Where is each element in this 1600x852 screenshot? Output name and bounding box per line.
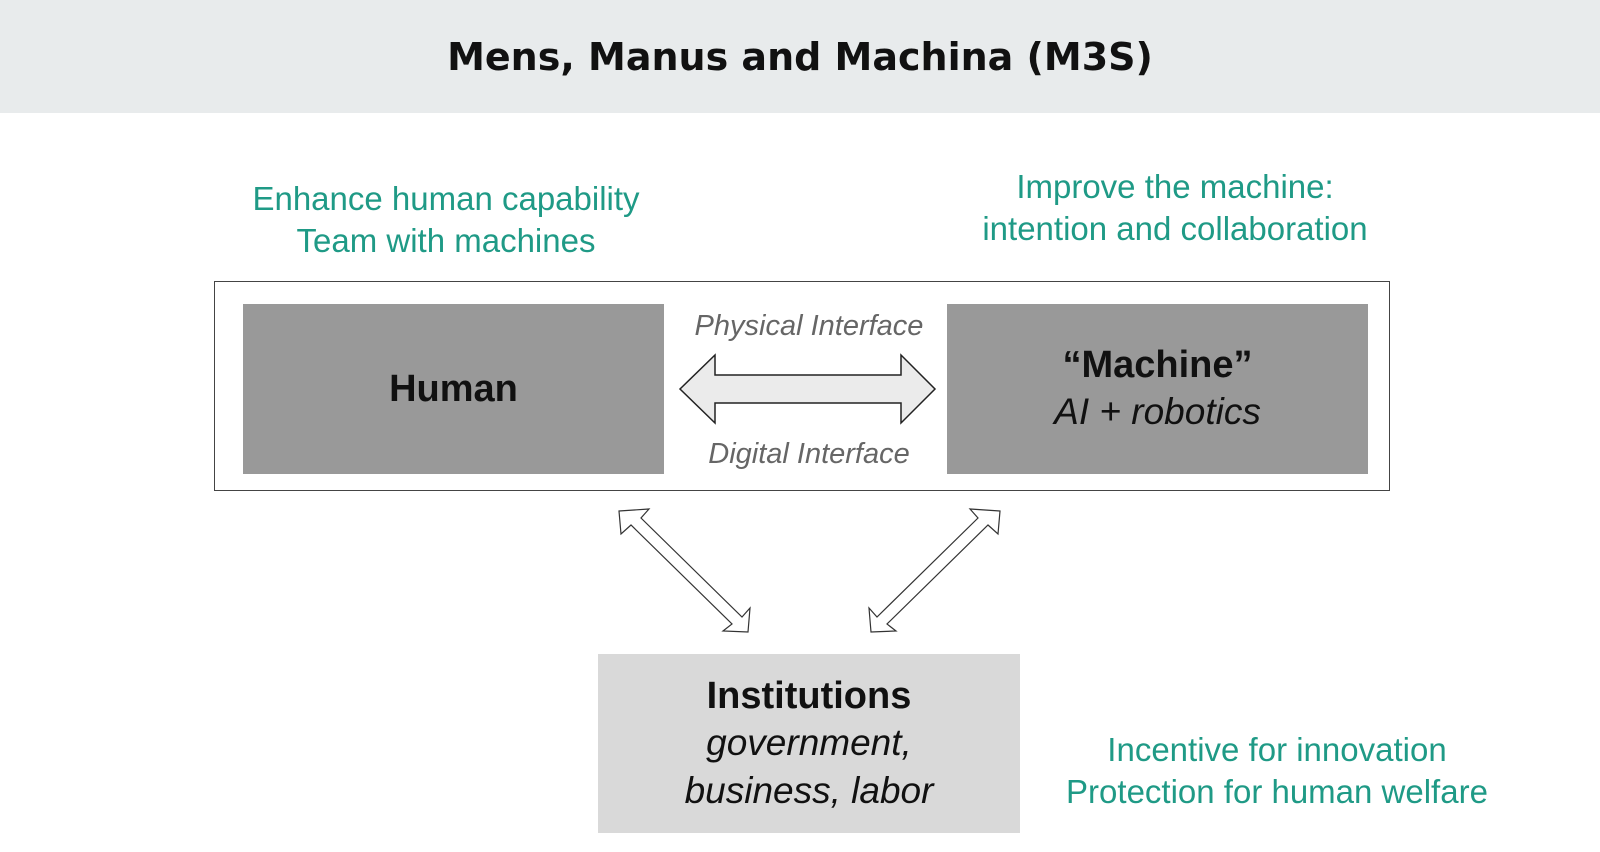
institutions-label: Institutions [706, 674, 912, 717]
title-bar: Mens, Manus and Machina (M3S) [0, 0, 1600, 113]
human-goal-1: Enhance human capability [252, 180, 640, 217]
machine-sublabel: AI + robotics [1054, 391, 1261, 432]
human-institutions-double-arrow [618, 508, 751, 633]
human-label: Human [389, 368, 518, 410]
institutions-sublabel-2: business, labor [684, 769, 934, 811]
machine-goal-2: intention and collaboration [982, 210, 1368, 247]
page-title: Mens, Manus and Machina (M3S) [447, 34, 1153, 79]
human-box: Human [243, 304, 664, 474]
physical-interface-label: Physical Interface [694, 310, 924, 342]
machine-institutions-double-arrow [868, 508, 1001, 633]
digital-interface-label: Digital Interface [708, 438, 910, 470]
machine-goals-note: Improve the machine: intention and colla… [945, 166, 1405, 250]
institutions-box: Institutions government, business, labor [598, 654, 1020, 833]
institution-goals-note: Incentive for innovation Protection for … [1040, 729, 1514, 813]
institutions-sublabel-1: government, [706, 721, 912, 763]
institution-goal-2: Protection for human welfare [1066, 773, 1488, 810]
machine-box: “Machine” AI + robotics [947, 304, 1368, 474]
machine-goal-1: Improve the machine: [1016, 168, 1334, 205]
human-machine-frame [214, 281, 1390, 491]
human-goals-note: Enhance human capability Team with machi… [226, 178, 666, 262]
human-goal-2: Team with machines [296, 222, 596, 259]
institution-goal-1: Incentive for innovation [1107, 731, 1447, 768]
machine-label: “Machine” [1062, 344, 1253, 386]
